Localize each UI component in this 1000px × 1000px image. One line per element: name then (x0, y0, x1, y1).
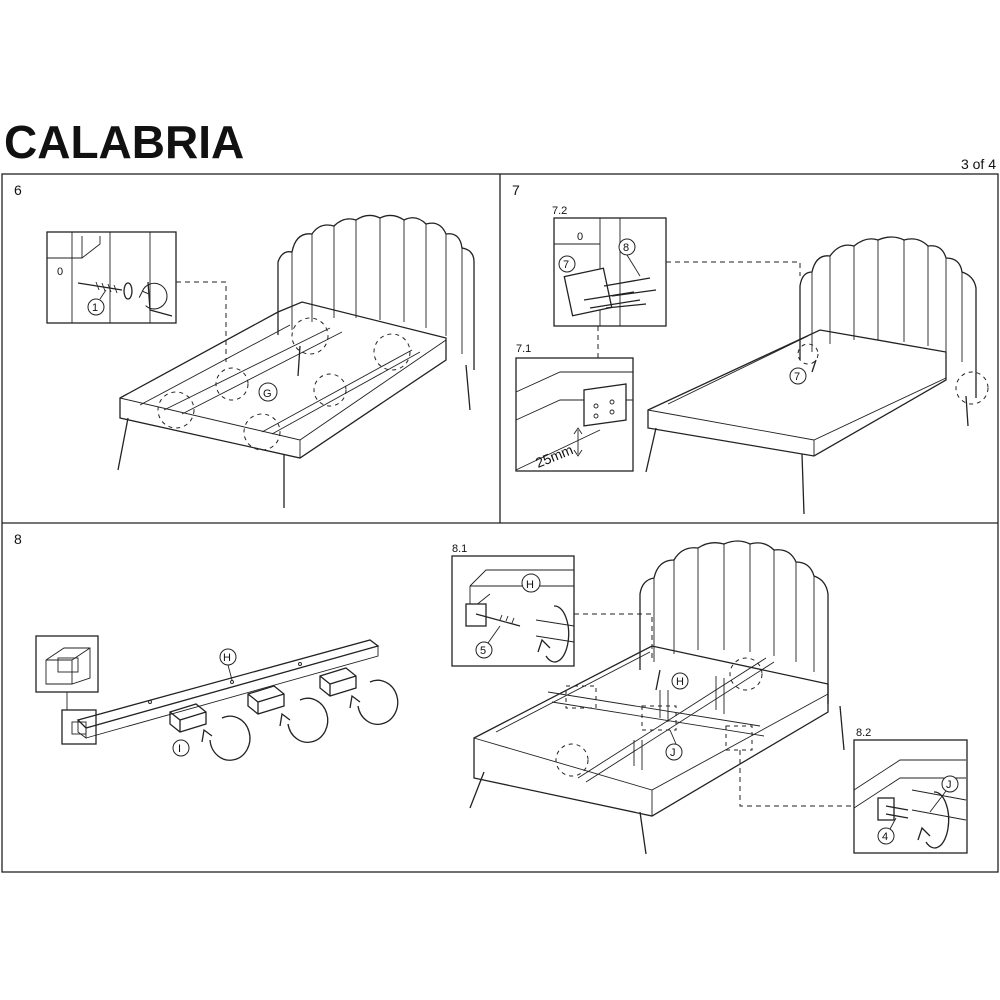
callout-J-inset: J (946, 779, 952, 791)
step-8-number: 8 (14, 531, 22, 547)
callout-4: 4 (882, 831, 888, 843)
callout-7-inset: 7 (563, 259, 569, 271)
step-6-number: 6 (14, 182, 22, 198)
hole-mark: 0 (57, 266, 63, 278)
callout-H-bed: H (676, 676, 684, 688)
callout-1: 1 (92, 302, 98, 314)
step-7-number: 7 (512, 182, 520, 198)
step-8-panel: 8 H I (14, 531, 968, 855)
svg-text:0: 0 (577, 231, 583, 243)
rail-H-drawing: H (76, 639, 380, 739)
callout-8: 8 (623, 242, 629, 254)
step-8-2-label: 8.2 (856, 727, 871, 739)
callout-7-bed: 7 (794, 371, 800, 383)
step-8-2-drawing: J 4 (853, 759, 967, 849)
step-8-1-label: 8.1 (452, 543, 467, 555)
callout-G: G (263, 388, 272, 400)
document-title: CALABRIA (4, 116, 245, 168)
step-6-panel: 6 0 1 (14, 182, 475, 508)
step-7-2-drawing: 0 7 8 (554, 218, 657, 326)
callout-H-inset: H (526, 579, 534, 591)
callout-I: I (178, 743, 181, 755)
step-7-bed-drawing: 7 (645, 236, 989, 515)
legs-I-drawing: I (169, 667, 399, 761)
callout-H-rail: H (223, 652, 231, 664)
step-7-2-label: 7.2 (552, 205, 567, 217)
step-6-bed-drawing: G (117, 214, 475, 508)
step-8-1-drawing: H 5 (465, 569, 575, 663)
page-indicator: 3 of 4 (960, 156, 996, 172)
step-8-bed-drawing: H J (469, 540, 845, 855)
step-7-1-label: 7.1 (516, 343, 531, 355)
callout-5: 5 (480, 645, 486, 657)
step-6-detail-drawing: 0 1 (47, 232, 173, 323)
step-7-panel: 7 7.2 0 7 8 7.1 (512, 182, 989, 515)
callout-J-bed: J (670, 747, 676, 759)
step-6-detail-inset (46, 231, 177, 324)
